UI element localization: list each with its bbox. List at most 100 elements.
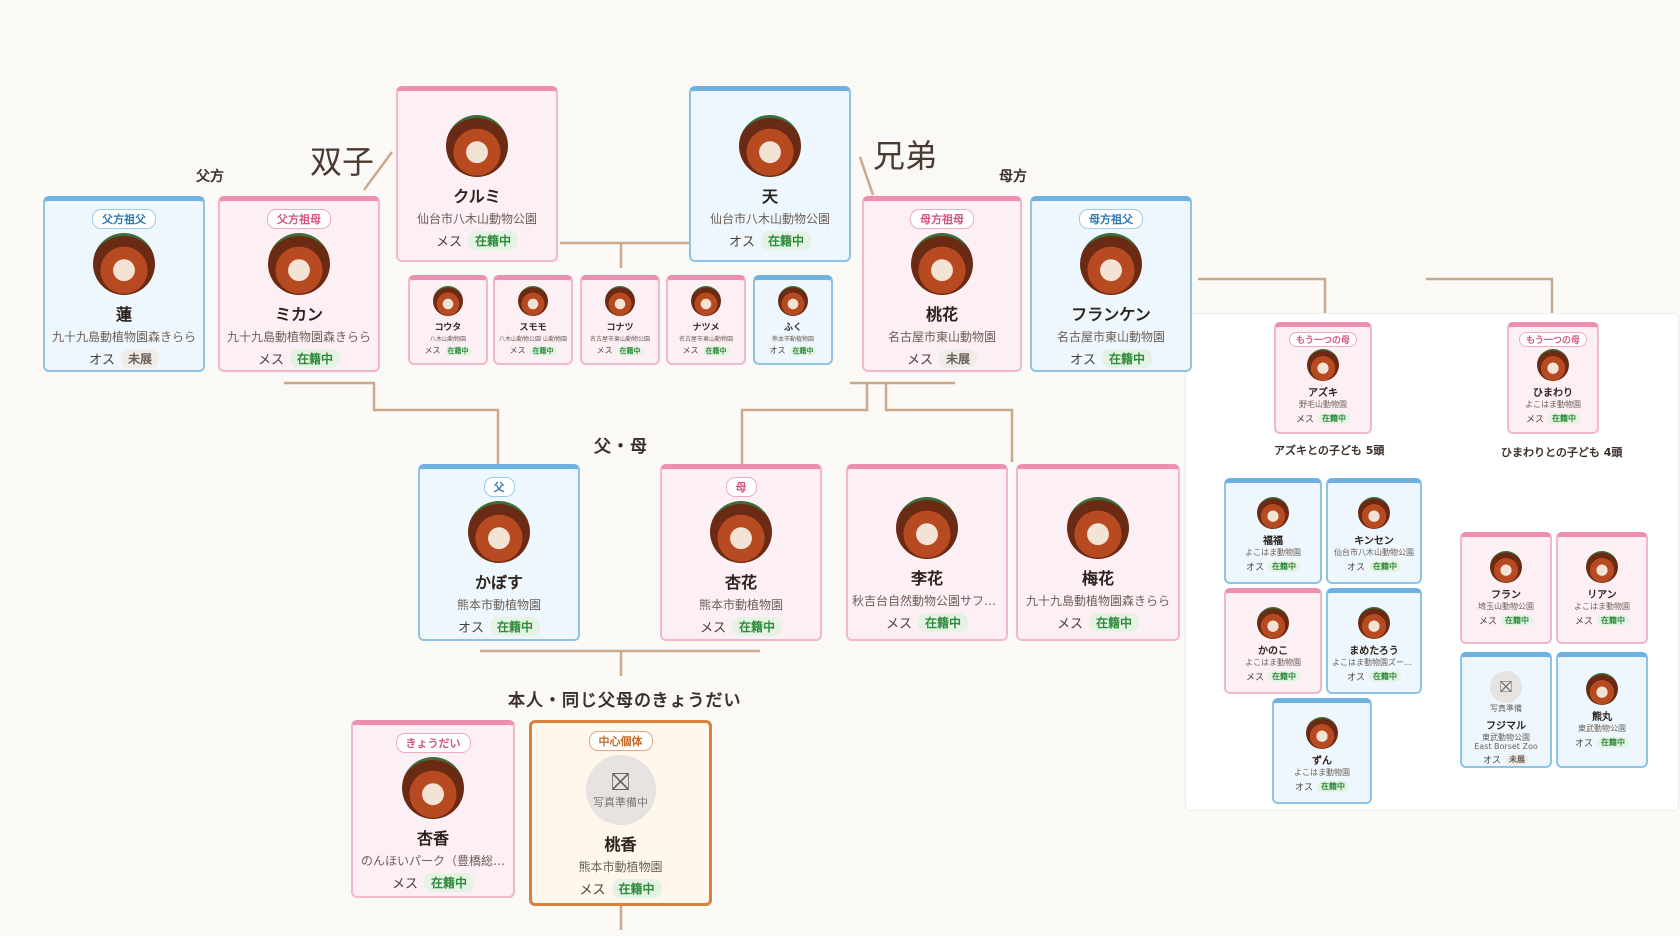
fuku-card[interactable]: ふく 熊本市動植物園 オス在籍中 [753,275,833,365]
zoo-name: 熊本市動植物園 [771,336,814,343]
self-generation-label: 本人・同じ父母のきょうだい [508,691,742,711]
panda-photo [605,286,635,316]
animal-name: かのこ [1258,646,1288,657]
center-individual-card[interactable]: 中心個体 ⛝ 写真準備中 桃香 熊本市動植物園 メス在籍中 [529,720,712,906]
kyoka-card[interactable]: きょうだい 杏香 のんほいパーク（豊橋総… メス在籍中 [351,720,515,898]
furan-card[interactable]: フラン 埼玉山動物公園 メス在籍中 [1460,532,1552,644]
konatsu-card[interactable]: コナツ 名古屋市東山動物公園 メス在籍中 [580,275,660,365]
status-badge: 在籍中 [702,345,730,356]
zoo-name: よこはま動物園 [1294,768,1350,777]
zoo-name: 仙台市八木山動物公園 [416,212,537,226]
panda-photo [691,286,721,316]
status-badge: 未展 [121,349,160,368]
sex-label: メス [257,353,284,368]
status-badge: 在籍中 [918,613,969,632]
sex-label: オス [1574,738,1593,749]
animal-name: コナツ [606,323,634,333]
no-image-icon: ⛝ [1499,677,1513,696]
paternal-grandmother-card[interactable]: 父方祖母 ミカン 九十九島動植物園森きらら メス在籍中 [218,196,380,372]
panda-photo [1257,607,1289,639]
animal-name: リアン [1587,590,1617,601]
zun-card[interactable]: ずん よこはま動物園 オス在籍中 [1272,698,1372,804]
sex-label: メス [596,346,613,355]
zoo-name: よこはま動物園 [1245,658,1301,667]
zoo-name: 名古屋市東山動物園 [678,336,733,343]
animal-name: 梅花 [1081,569,1114,588]
sex-label: メス [885,617,912,632]
paternal-side-label: 父方 [196,169,224,185]
panda-photo [1080,233,1142,295]
animal-name: フジマル [1486,721,1526,732]
panda-photo [739,115,801,177]
animal-name: ミカン [274,305,323,324]
photo-placeholder: ⛝ [1490,671,1522,703]
animal-name: 桃花 [925,305,958,324]
sex-label: メス [682,346,699,355]
kouta-card[interactable]: コウタ 八木山動物園 メス在籍中 [408,275,488,365]
himawari-card[interactable]: もう一つの母 ひまわり よこはま動物園 メス在籍中 [1507,322,1599,434]
zoo-name: 秋吉台自然動物公園サファリ… [852,594,1006,608]
animal-name: 李花 [910,569,943,588]
rika-card[interactable]: 李花 秋吉台自然動物公園サファリ… メス在籍中 [846,464,1008,641]
kumamaru-card[interactable]: 熊丸 東武動物公園 オス在籍中 [1556,652,1648,768]
kurumi-card[interactable]: クルミ 仙台市八木山動物公園 メス在籍中 [396,86,558,262]
zoo-name: 名古屋市東山動物公園 [589,336,650,343]
status-badge: 在籍中 [1501,614,1533,626]
sex-label: メス [1478,616,1497,627]
status-badge: 在籍中 [1268,670,1300,682]
fujimaru-card[interactable]: ⛝ 写真準備 フジマル 東武動物公園 East Borset Zoo オス未展 [1460,652,1552,768]
connector-maternal-left [740,383,869,466]
sex-label: オス [1294,782,1313,793]
sex-label: オス [1346,672,1365,683]
panda-photo [518,286,548,316]
rian-card[interactable]: リアン よこはま動物園 メス在籍中 [1556,532,1648,644]
animal-name: スモモ [519,323,547,333]
zoo-name-en: East Borset Zoo [1474,742,1538,751]
maternal-grandfather-card[interactable]: 母方祖父 フランケン 名古屋市東山動物園 オス在籍中 [1030,196,1192,372]
panda-photo [710,501,772,563]
paternal-grandfather-card[interactable]: 父方祖父 蓮 九十九島動植物園森きらら オス未展 [43,196,205,372]
parents-generation-label: 父・母 [594,437,648,457]
panda-photo [1586,551,1618,583]
mother-card[interactable]: 母 杏花 熊本市動植物園 メス在籍中 [660,464,822,641]
baika-card[interactable]: 梅花 九十九島動植物園森きらら メス在籍中 [1016,464,1180,641]
zoo-name: 野毛山動物園 [1299,400,1347,409]
sex-label: メス [509,346,526,355]
fukufuku-card[interactable]: 福福 よこはま動物園 オス在籍中 [1224,478,1322,584]
azuki-card[interactable]: もう一つの母 アズキ 野毛山動物園 メス在籍中 [1274,322,1372,434]
sumomo-card[interactable]: スモモ 八木山動物公園 山動物園 メス在籍中 [493,275,573,365]
mametarou-card[interactable]: まめたろう よこはま動物園ズーラシア オス在籍中 [1326,588,1422,694]
sex-label: メス [1056,617,1083,632]
zoo-name: 熊本市動植物園 [456,598,541,612]
ten-card[interactable]: 天 仙台市八木山動物公園 オス在籍中 [689,86,851,262]
zoo-name: 埼玉山動物公園 [1478,602,1534,611]
photo-placeholder: ⛝ 写真準備中 [585,755,656,825]
kanoko-card[interactable]: かのこ よこはま動物園 メス在籍中 [1224,588,1322,694]
animal-name: クルミ [453,187,501,206]
role-badge: もう一つの母 [1519,332,1587,347]
status-badge: 在籍中 [616,345,644,356]
panda-photo [433,286,463,316]
photo-pending-text: 写真準備中 [593,796,648,809]
sex-label: メス [906,353,933,368]
zoo-name: 仙台市八木山動物公園 [1334,548,1414,557]
natsume-card[interactable]: ナツメ 名古屋市東山動物園 メス在籍中 [666,275,746,365]
sex-label: メス [391,877,418,892]
animal-name: 杏香 [416,829,449,848]
kinsen-card[interactable]: キンセン 仙台市八木山動物公園 オス在籍中 [1326,478,1422,584]
maternal-side-label: 母方 [999,169,1027,185]
role-badge: もう一つの母 [1289,332,1357,347]
panda-photo [268,233,330,295]
himawari-children-label: ひまわりとの子ども 4頭 [1501,446,1623,459]
maternal-grandmother-card[interactable]: 母方祖母 桃花 名古屋市東山動物園 メス未展 [862,196,1022,372]
panda-photo [1358,497,1390,529]
connector-maternal-right [884,383,1014,462]
zoo-name: 九十九島動植物園森きらら [51,330,196,344]
sex-label: オス [88,353,115,368]
status-badge: 在籍中 [1548,412,1580,424]
animal-name: ふく [783,323,802,333]
role-badge: 母方祖父 [1079,209,1143,229]
sex-label: オス [769,346,786,355]
animal-name: 福福 [1263,536,1283,547]
father-card[interactable]: 父 かぼす 熊本市動植物園 オス在籍中 [418,464,580,641]
